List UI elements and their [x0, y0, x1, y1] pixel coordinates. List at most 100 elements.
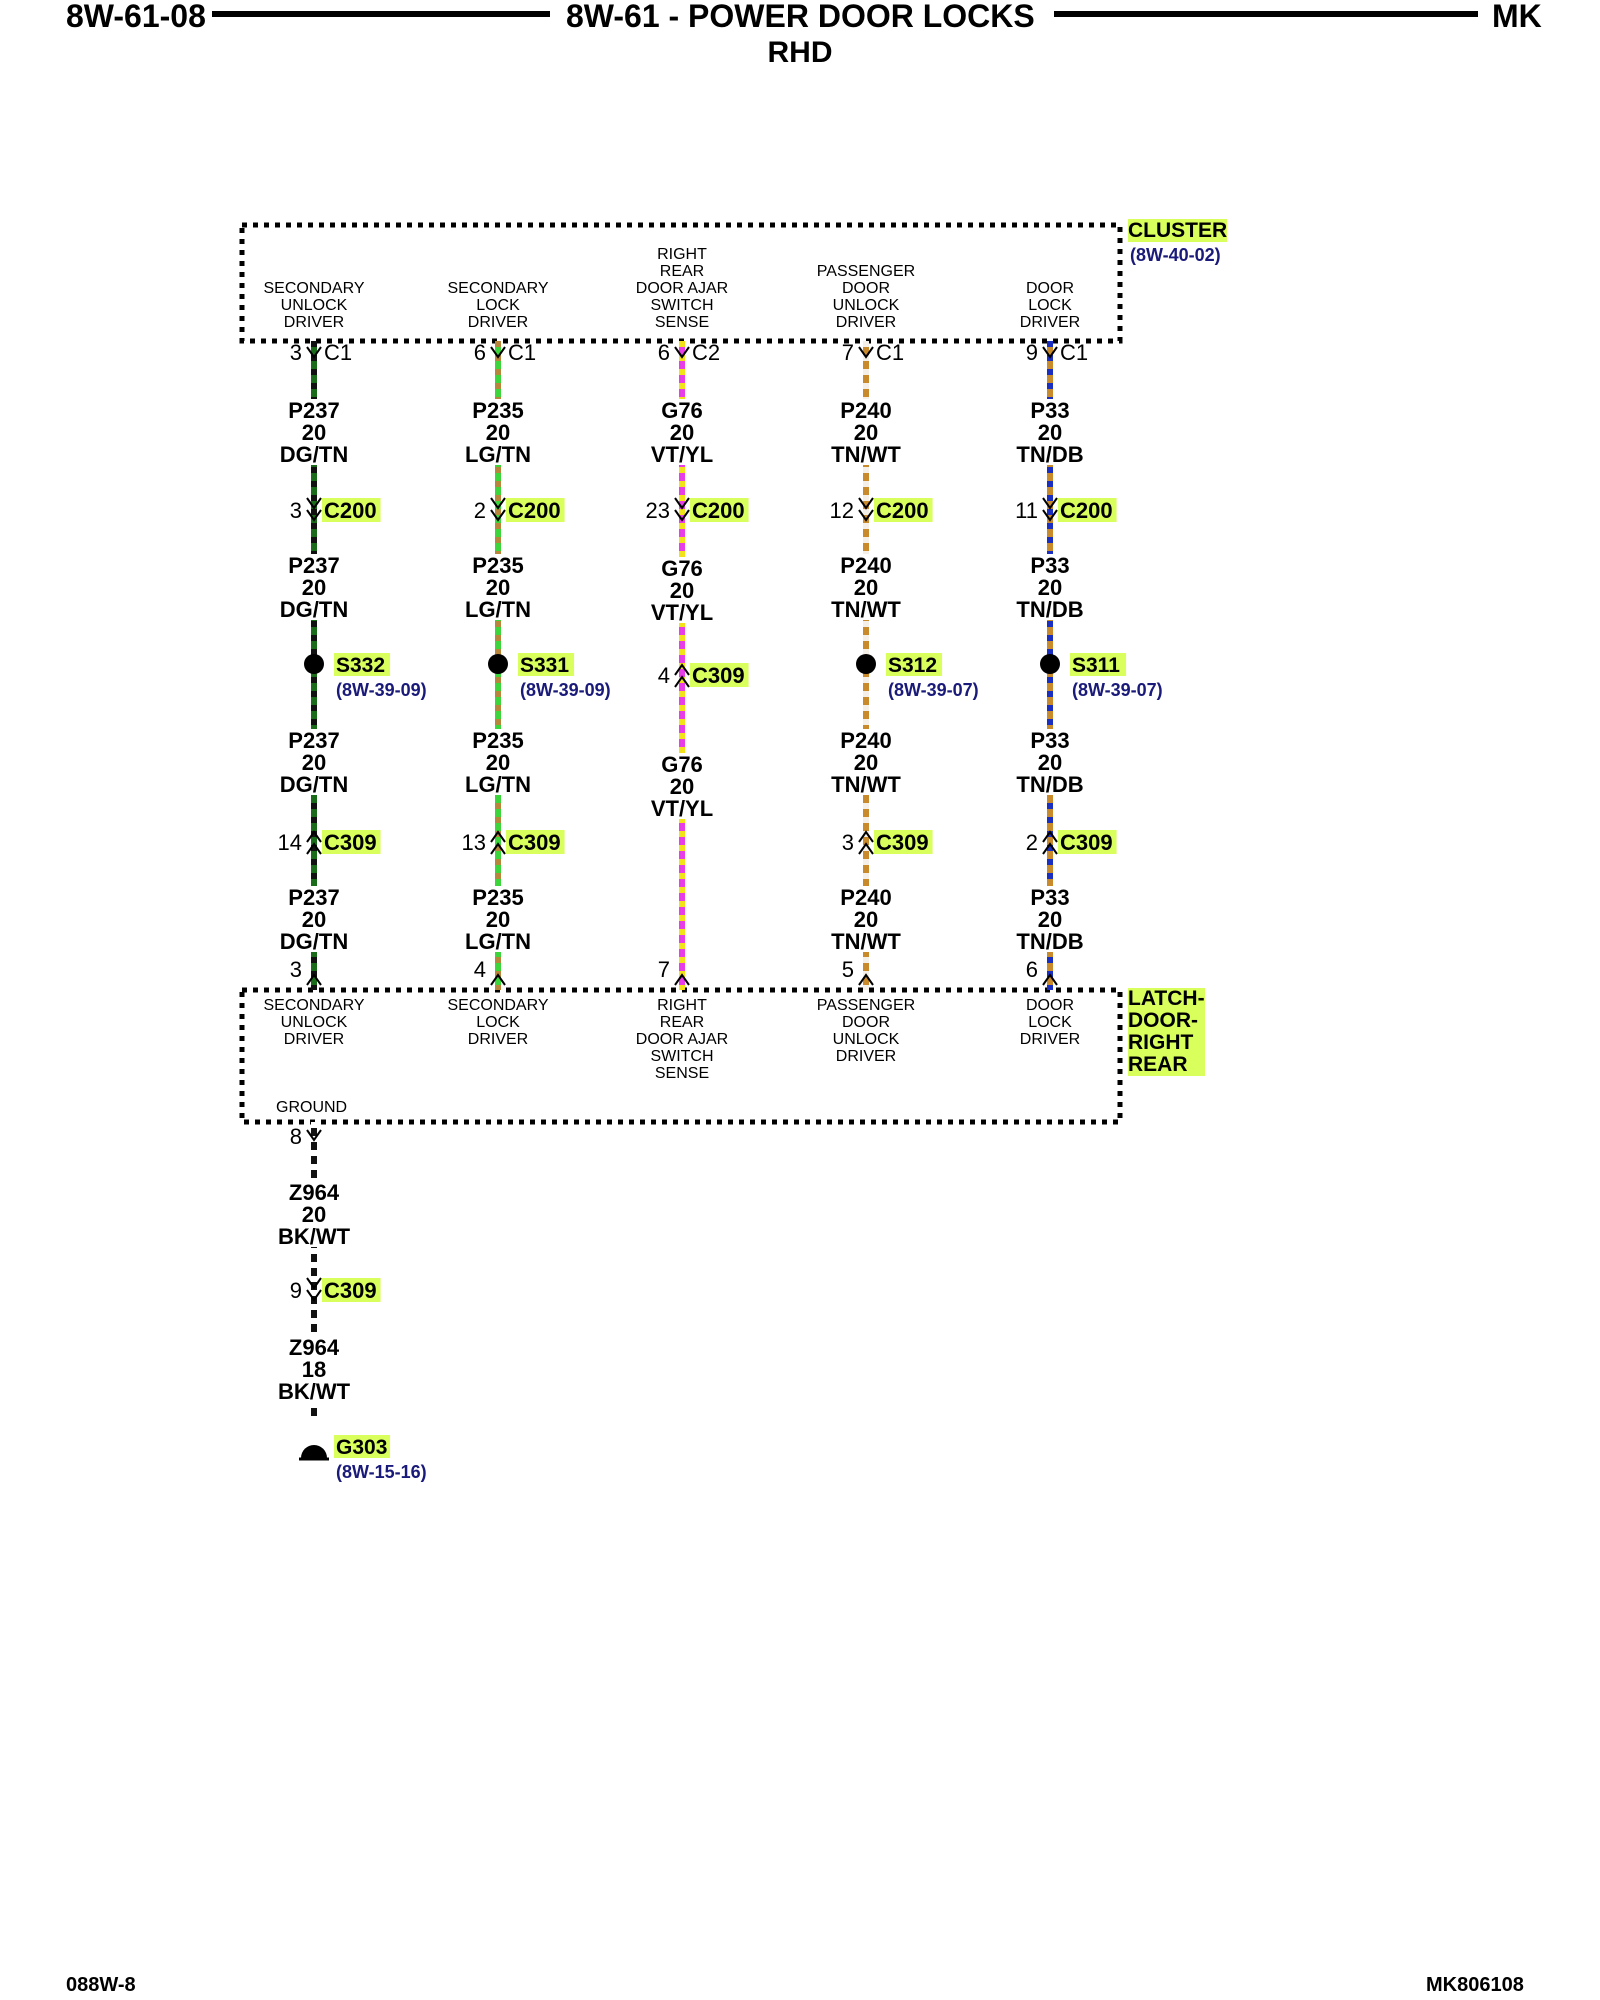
circuit-5-wire-label-text: TN/DB — [1016, 772, 1083, 797]
circuit-4-latch-pin: 5 — [842, 957, 854, 982]
circuit-2-wire-label-bg — [482, 576, 514, 598]
circuit-2-c200-conn: C200 — [508, 498, 561, 523]
circuit-4-wire-label-text: P240 — [840, 728, 891, 753]
ground-c309-chevron-upper — [306, 1277, 322, 1290]
ground-latch-chevron — [306, 1129, 322, 1142]
circuit-2-c309-conn: C309 — [508, 830, 561, 855]
circuit-1-c200-conn-highlight — [322, 498, 381, 522]
circuit-1-wire-label-text: 20 — [302, 907, 326, 932]
circuit-3-c200-chevron-upper — [674, 497, 690, 510]
circuit-4-c309-pin: 3 — [842, 830, 854, 855]
circuit-3-c200-pin: 23 — [646, 498, 670, 523]
circuit-3-wire-label-text: 20 — [670, 578, 694, 603]
circuit-2-cluster-pin-label: SECONDARY — [447, 280, 548, 297]
circuit-5-wire-label-bg — [1027, 554, 1073, 576]
ground-point-ref: (8W-15-16) — [336, 1462, 427, 1482]
circuit-2-wire-label-text: P235 — [472, 728, 523, 753]
circuit-2-c309-pin: 13 — [462, 830, 486, 855]
circuit-1-splice-name-highlight — [334, 653, 391, 676]
circuit-4-splice-name-highlight — [886, 653, 943, 676]
circuit-4-wire-label-text: P240 — [840, 885, 891, 910]
page-title: 8W-61 - POWER DOOR LOCKS — [566, 0, 1035, 34]
circuit-1-cluster-pin-label: DRIVER — [284, 314, 344, 331]
circuit-3-wire-label-bg — [646, 443, 718, 465]
circuit-3-wire-label-bg — [666, 775, 698, 797]
circuit-4-latch-pin-label: UNLOCK — [833, 1031, 900, 1048]
circuit-3-wire-label-text: VT/YL — [651, 442, 713, 467]
circuit-4-c200-conn-highlight — [874, 498, 933, 522]
circuit-1-cluster-pin-label: UNLOCK — [281, 297, 348, 314]
circuit-5-latch-pin-label: DOOR — [1026, 997, 1074, 1014]
circuit-1-wire-label-bg — [278, 930, 350, 952]
circuit-5-c200-pin: 11 — [1015, 498, 1038, 523]
circuit-5-latch-chevron — [1042, 973, 1058, 986]
circuit-3-wire-label-bg — [659, 557, 705, 579]
circuit-2-wire-label-bg — [462, 443, 534, 465]
circuit-2-wire-label-bg — [462, 773, 534, 795]
circuit-5-c309-conn: C309 — [1060, 830, 1113, 855]
circuit-5-splice-dot — [1040, 654, 1060, 674]
circuit-1-wire-label-bg — [298, 576, 330, 598]
circuit-1-wire-label-text: P237 — [288, 398, 339, 423]
circuit-2-wire-label-text: P235 — [472, 885, 523, 910]
circuit-1-wire-label-bg — [298, 751, 330, 773]
circuit-2-splice-ref: (8W-39-09) — [520, 680, 611, 700]
ground-wire-label-bg — [298, 1358, 330, 1380]
circuit-2-top-chevron — [490, 346, 506, 359]
circuit-3-cluster-pin-label: RIGHT — [657, 246, 707, 263]
circuit-3-latch-pin: 7 — [658, 957, 670, 982]
circuit-2-latch-pin-label: LOCK — [476, 1014, 520, 1031]
circuit-2-c309-chevron-lower — [490, 842, 506, 855]
circuit-1-latch-chevron — [306, 973, 322, 986]
ground-c309-conn-highlight — [322, 1278, 381, 1302]
circuit-2-cluster-pin-label: LOCK — [476, 297, 520, 314]
circuit-1-wire-label-bg — [298, 908, 330, 930]
circuit-1-wire-label-bg — [278, 773, 350, 795]
circuit-2-wire-label-text: LG/TN — [465, 929, 531, 954]
latch-name-line: LATCH- — [1128, 987, 1205, 1010]
circuit-1-top-connector-pin: 3 — [290, 340, 302, 365]
circuit-3-latch-pin-label: SWITCH — [650, 1048, 713, 1065]
circuit-5-splice-name-highlight — [1070, 653, 1127, 676]
circuit-4-c309-chevron-lower — [858, 842, 874, 855]
circuit-3-c309-chevron-upper — [674, 663, 690, 676]
ground-c309-chevron-lower — [306, 1289, 322, 1302]
circuit-2-latch-pin-label: SECONDARY — [447, 997, 548, 1014]
circuit-4-wire-label-bg — [850, 751, 882, 773]
circuit-1-wire-label-text: 20 — [302, 575, 326, 600]
circuit-1-wire-label-bg — [298, 421, 330, 443]
page-code: 8W-61-08 — [66, 0, 206, 34]
circuit-1-latch-pin-label: DRIVER — [284, 1031, 344, 1048]
ground-wire-label-text: 18 — [302, 1357, 326, 1382]
circuit-2-c200-chevron-lower — [490, 509, 506, 522]
circuit-3-top-chevron — [674, 346, 690, 359]
circuit-2-c200-conn-highlight — [506, 498, 565, 522]
circuit-4-latch-pin-label: PASSENGER — [817, 997, 915, 1014]
circuit-2-c309-conn-highlight — [506, 830, 565, 854]
circuit-3-c309-conn-highlight — [690, 663, 749, 687]
circuit-4-wire-label-bg — [837, 554, 895, 576]
cluster-ref: (8W-40-02) — [1130, 245, 1221, 265]
circuit-4-wire-label-text: 20 — [854, 420, 878, 445]
circuit-4-wire-label-text: TN/WT — [831, 929, 901, 954]
circuit-1-wire-label-text: DG/TN — [280, 929, 348, 954]
circuit-1-splice-name: S332 — [336, 654, 385, 677]
circuit-4-cluster-pin-label: DRIVER — [836, 314, 896, 331]
circuit-1-splice-ref: (8W-39-09) — [336, 680, 427, 700]
circuit-1-c200-chevron-lower — [306, 509, 322, 522]
circuit-2-wire-label-bg — [482, 751, 514, 773]
circuit-5-wire-label-bg — [1034, 751, 1066, 773]
circuit-2-wire-label-bg — [482, 908, 514, 930]
circuit-5-cluster-pin-label: DRIVER — [1020, 314, 1080, 331]
circuit-5-wire-label-bg — [1014, 773, 1086, 795]
circuit-4-latch-chevron — [858, 973, 874, 986]
header-rule-left — [212, 11, 550, 17]
ground-wire-label-text: BK/WT — [278, 1224, 351, 1249]
circuit-5-wire-label-text: TN/DB — [1016, 442, 1083, 467]
circuit-4-wire-label-text: 20 — [854, 750, 878, 775]
circuit-2-wire-label-bg — [462, 930, 534, 952]
circuit-4-cluster-pin-label: PASSENGER — [817, 263, 915, 280]
circuit-4-wire-label-text: TN/WT — [831, 442, 901, 467]
circuit-1-c200-pin: 3 — [290, 498, 302, 523]
circuit-2-top-connector-conn: C1 — [508, 340, 536, 365]
